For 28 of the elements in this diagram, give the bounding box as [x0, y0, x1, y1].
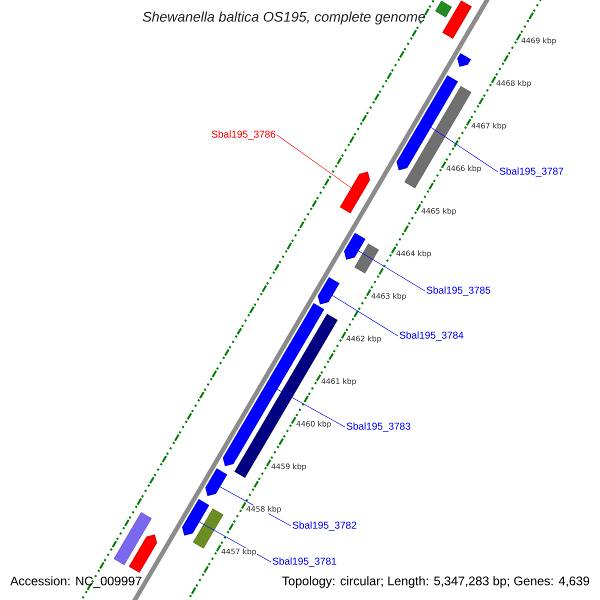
leader-line [358, 250, 426, 292]
gene-label: Sbal195_3784 [400, 331, 464, 341]
title: Shewanella baltica OS195, complete genome [142, 11, 426, 25]
gene-bar [344, 232, 366, 260]
gene-bar [205, 468, 228, 496]
footer-text: Topology: circular; Length: 5,347,283 bp; Genes: 4,639 [282, 576, 590, 588]
gene-label: Sbal195_3786 [212, 130, 276, 140]
gene-label: Sbal195_3783 [346, 422, 410, 432]
gene-bar [128, 534, 158, 573]
gene-bar [354, 244, 379, 274]
footer-text: Accession: NC_009997 [10, 576, 142, 588]
gene-bar [114, 512, 152, 566]
gene-bar [340, 172, 370, 214]
leader-line [276, 388, 346, 428]
gene-bar [457, 53, 471, 67]
gene-bar [442, 0, 472, 39]
gene-label: Sbal195_3781 [272, 557, 336, 567]
leader-line [430, 127, 498, 172]
gene-bar [318, 277, 340, 304]
gene-bar [182, 498, 210, 536]
gene-bar [192, 508, 224, 549]
leader-line [332, 295, 398, 336]
leader-line [276, 134, 352, 188]
gene-bar [435, 0, 452, 18]
gene-label: Sbal195_3785 [426, 286, 490, 296]
gene-label: Sbal195_3782 [292, 521, 356, 531]
gene-bar [234, 314, 338, 478]
gene-label: Sbal195_3787 [500, 167, 564, 177]
